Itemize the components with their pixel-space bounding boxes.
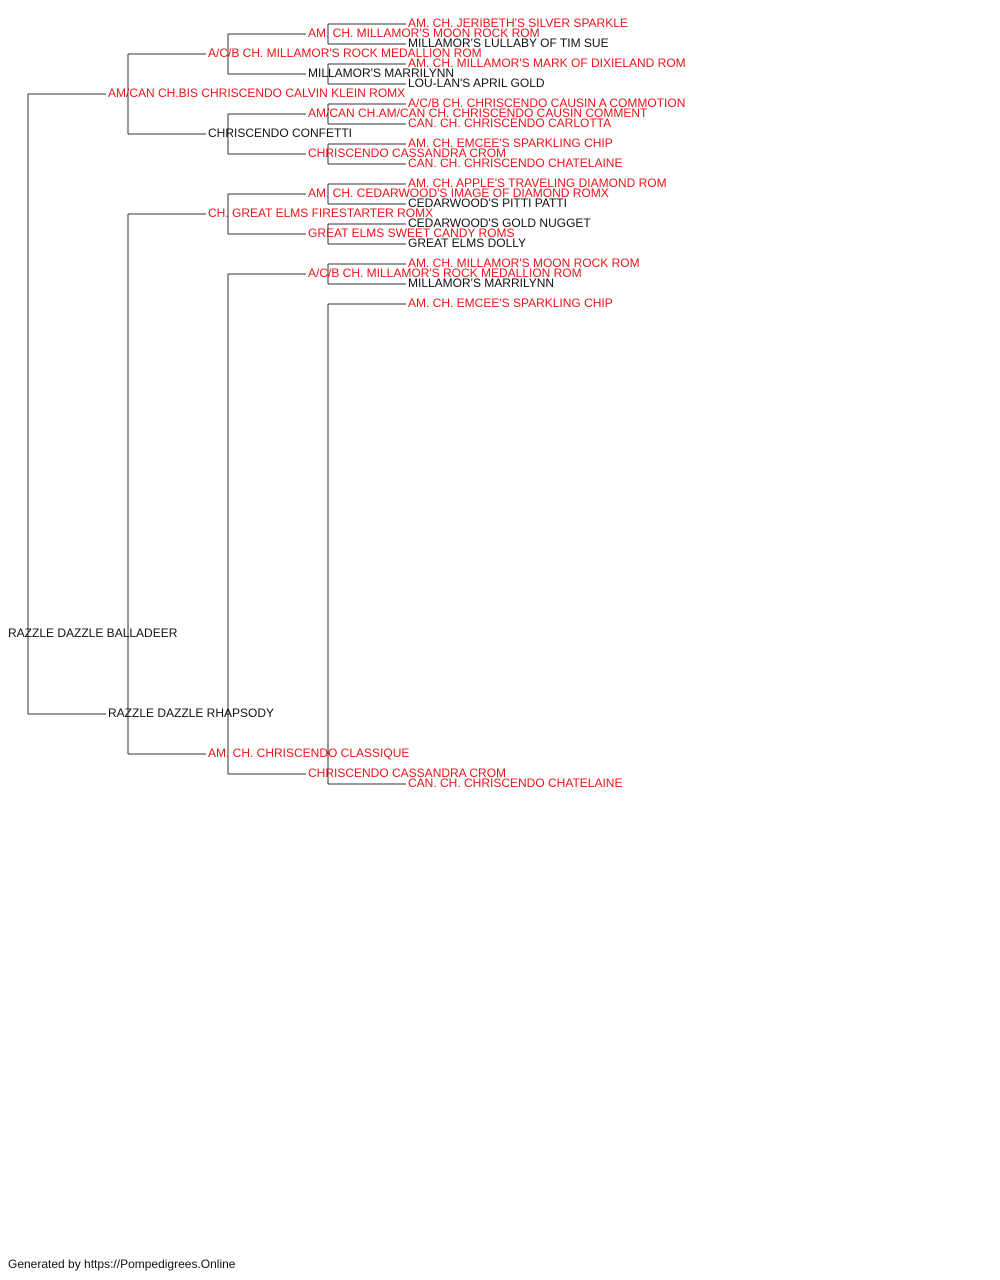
pedigree-entry-d-s-d: GREAT ELMS SWEET CANDY ROMS bbox=[308, 226, 514, 240]
pedigree-entry-s-d-d: CHRISCENDO CASSANDRA CROM bbox=[308, 146, 506, 160]
pedigree-entry-s-s-s: AM. CH. MILLAMOR'S MOON ROCK ROM bbox=[308, 26, 540, 40]
pedigree-entry-s: AM/CAN CH.BIS CHRISCENDO CALVIN KLEIN RO… bbox=[108, 86, 405, 100]
pedigree-entry: RAZZLE DAZZLE BALLADEER bbox=[8, 626, 178, 640]
pedigree-entry-s-s-d: MILLAMOR'S MARRILYNN bbox=[308, 66, 454, 80]
pedigree-entry-d-d-d-d: CAN. CH. CHRISCENDO CHATELAINE bbox=[408, 776, 622, 790]
pedigree-entry-s-s-s-s: AM. CH. JERIBETH'S SILVER SPARKLE bbox=[408, 16, 628, 30]
pedigree-entry-s-d-s: AM/CAN CH.AM/CAN CH. CHRISCENDO CAUSIN C… bbox=[308, 106, 648, 120]
pedigree-connectors bbox=[27, 23, 406, 785]
pedigree-entry-d-s: CH. GREAT ELMS FIRESTARTER ROMX bbox=[208, 206, 433, 220]
pedigree-entry-s-s: A/C/B CH. MILLAMOR'S ROCK MEDALLION ROM bbox=[208, 46, 482, 60]
pedigree-entry-s-s-s-d: MILLAMOR'S LULLABY OF TIM SUE bbox=[408, 36, 609, 50]
pedigree-tree: RAZZLE DAZZLE BALLADEER AM/CAN CH.BIS CHR… bbox=[8, 16, 686, 790]
generator-credit: Generated by https://Pompedigrees.Online bbox=[8, 1257, 236, 1271]
pedigree-entry-s-d-d-s: AM. CH. EMCEE'S SPARKLING CHIP bbox=[408, 136, 613, 150]
pedigree-entry-d: RAZZLE DAZZLE RHAPSODY bbox=[108, 706, 274, 720]
pedigree-entry-d-d-s-s: AM. CH. MILLAMOR'S MOON ROCK ROM bbox=[408, 256, 640, 270]
pedigree-entry-s-d-s-s: A/C/B CH. CHRISCENDO CAUSIN A COMMOTION bbox=[408, 96, 685, 110]
pedigree-entry-d-s-s-d: CEDARWOOD'S PITTI PATTI bbox=[408, 196, 567, 210]
pedigree-entry-d-s-s: AM. CH. CEDARWOOD'S IMAGE OF DIAMOND ROM… bbox=[308, 186, 609, 200]
pedigree-entry-d-d: AM. CH. CHRISCENDO CLASSIQUE bbox=[208, 746, 409, 760]
pedigree-entry-d-d-s-d: MILLAMOR'S MARRILYNN bbox=[408, 276, 554, 290]
pedigree-entry-s-s-d-s: AM. CH. MILLAMOR'S MARK OF DIXIELAND ROM bbox=[408, 56, 686, 70]
pedigree-entry-s-d-s-d: CAN. CH. CHRISCENDO CARLOTTA bbox=[408, 116, 611, 130]
pedigree-entry-d-d-s: A/C/B CH. MILLAMOR'S ROCK MEDALLION ROM bbox=[308, 266, 582, 280]
pedigree-entry-d-d-d: CHRISCENDO CASSANDRA CROM bbox=[308, 766, 506, 780]
pedigree-entry-d-s-s-s: AM. CH. APPLE'S TRAVELING DIAMOND ROM bbox=[408, 176, 667, 190]
pedigree-labels: RAZZLE DAZZLE BALLADEER AM/CAN CH.BIS CHR… bbox=[8, 16, 686, 790]
pedigree-entry-s-d: CHRISCENDO CONFETTI bbox=[208, 126, 352, 140]
pedigree-entry-d-s-d-s: CEDARWOOD'S GOLD NUGGET bbox=[408, 216, 591, 230]
pedigree-entry-d-d-d-s: AM. CH. EMCEE'S SPARKLING CHIP bbox=[408, 296, 613, 310]
pedigree-entry-d-s-d-d: GREAT ELMS DOLLY bbox=[408, 236, 526, 250]
pedigree-entry-s-d-d-d: CAN. CH. CHRISCENDO CHATELAINE bbox=[408, 156, 622, 170]
pedigree-entry-s-s-d-d: LOU-LAN'S APRIL GOLD bbox=[408, 76, 545, 90]
